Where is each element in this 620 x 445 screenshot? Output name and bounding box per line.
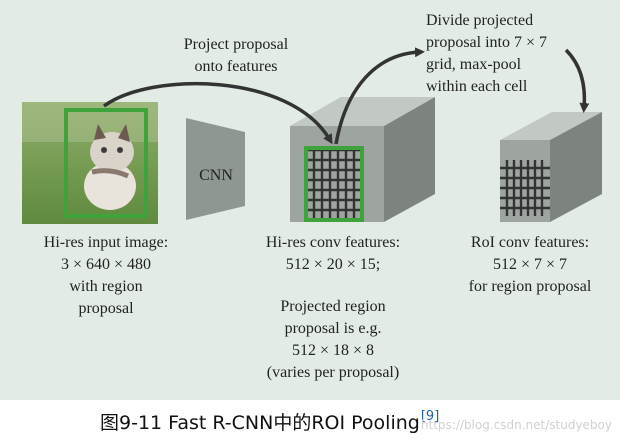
conv-features-box: [290, 97, 435, 222]
project-note: Project proposal onto features: [183, 36, 289, 75]
figure-caption: 图9-11 Fast R-CNN中的ROI Pooling[9] https:/…: [0, 400, 620, 445]
conv-caption: Hi-res conv features: 512 × 20 × 15;: [265, 234, 401, 273]
maxpool-arrow: [564, 48, 590, 113]
roi-pooling-diagram: CNN: [22, 47, 602, 224]
roi-grid: [500, 160, 550, 216]
divide-note: Divide projected proposal into 7 × 7 gri…: [426, 12, 548, 95]
diagram-panel: CNN: [0, 0, 620, 400]
region-proposal-box: [64, 108, 148, 218]
watermark: https://blog.csdn.net/studyeboy: [420, 418, 612, 432]
project-arrow: [102, 81, 333, 145]
cnn-block: [186, 118, 245, 220]
figure-caption-text: 图9-11 Fast R-CNN中的ROI Pooling[9]: [100, 409, 440, 434]
roi-caption: RoI conv features: 512 × 7 × 7 for regio…: [468, 234, 592, 295]
projected-caption: Projected region proposal is e.g. 512 × …: [266, 298, 400, 381]
divide-arrow: [334, 47, 425, 145]
citation-link[interactable]: [9]: [420, 409, 440, 424]
roi-features-box: [500, 112, 602, 222]
projected-proposal-box: [304, 146, 364, 222]
input-caption: Hi-res input image: 3 × 640 × 480 with r…: [43, 234, 169, 317]
input-image: [22, 102, 158, 224]
cnn-label: CNN: [199, 167, 233, 184]
